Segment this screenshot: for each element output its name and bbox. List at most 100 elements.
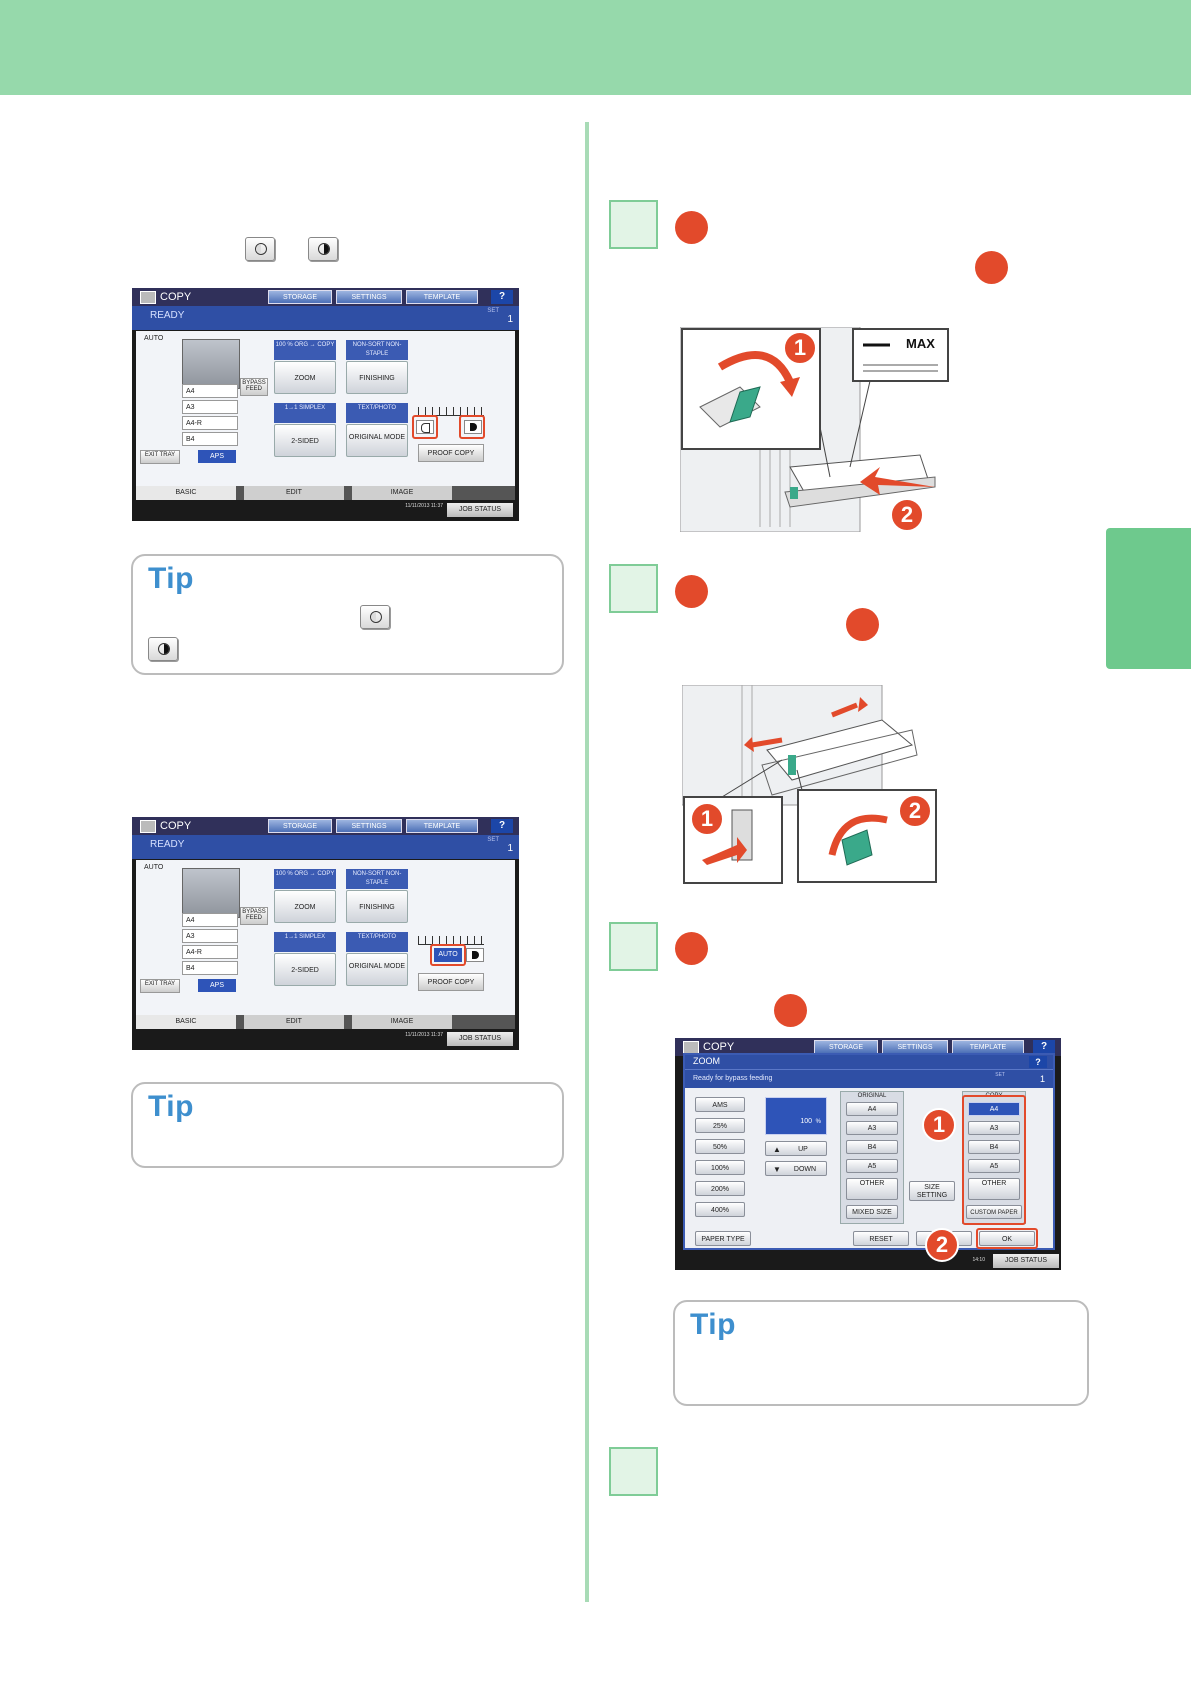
copy-other-button[interactable]: OTHER xyxy=(968,1178,1020,1200)
settings-button[interactable]: SETTINGS xyxy=(336,819,402,833)
function-tabs: BASIC EDIT IMAGE xyxy=(136,486,515,502)
ams-button[interactable]: AMS xyxy=(695,1097,745,1112)
up-label: UP xyxy=(798,1146,808,1153)
paper-drawer-3[interactable]: A4-R xyxy=(182,945,238,959)
darker-density-button[interactable] xyxy=(466,948,484,962)
mixed-size-button[interactable]: MIXED SIZE xyxy=(846,1205,898,1219)
copy-b4-button[interactable]: B4 xyxy=(968,1140,1020,1154)
zoom-50-button[interactable]: 50% xyxy=(695,1139,745,1154)
original-b4-button[interactable]: B4 xyxy=(846,1140,898,1154)
zoom-100-button[interactable]: 100% xyxy=(695,1160,745,1175)
settings-button[interactable]: SETTINGS xyxy=(882,1040,948,1054)
paper-drawer-4[interactable]: B4 xyxy=(182,961,238,975)
reset-button[interactable]: RESET xyxy=(853,1231,909,1246)
finishing-setting-head: NON-SORT NON-STAPLE xyxy=(346,340,408,360)
tab-edit[interactable]: EDIT xyxy=(244,1015,344,1029)
ok-button[interactable]: OK xyxy=(979,1231,1035,1246)
help-button[interactable]: ? xyxy=(491,290,513,304)
paper-drawer-3[interactable]: A4-R xyxy=(182,416,238,430)
aps-button[interactable]: APS xyxy=(198,979,236,992)
finishing-setting-head: NON-SORT NON-STAPLE xyxy=(346,869,408,889)
storage-button[interactable]: STORAGE xyxy=(268,819,332,833)
custom-paper-button[interactable]: CUSTOM PAPER xyxy=(966,1205,1022,1219)
proof-copy-button[interactable]: PROOF COPY xyxy=(418,444,484,462)
copy-a4-button[interactable]: A4 xyxy=(968,1102,1020,1116)
zoom-button[interactable]: ZOOM xyxy=(274,361,336,394)
bypass-feed-button[interactable]: BYPASS FEED xyxy=(240,907,268,925)
job-status-button[interactable]: JOB STATUS xyxy=(447,503,513,517)
job-status-button[interactable]: JOB STATUS xyxy=(993,1254,1059,1268)
callout-number-2: 2 xyxy=(898,794,932,828)
paper-drawer-2[interactable]: A3 xyxy=(182,400,238,414)
storage-button[interactable]: STORAGE xyxy=(268,290,332,304)
template-button[interactable]: TEMPLATE xyxy=(952,1040,1024,1054)
proof-copy-button[interactable]: PROOF COPY xyxy=(418,973,484,991)
darker-key-icon xyxy=(308,237,338,261)
darker-density-button[interactable] xyxy=(464,420,482,434)
header-band xyxy=(0,0,1191,95)
date-time: 11/11/2013 11:37 xyxy=(405,503,443,509)
zoom-up-button[interactable]: ▲ UP xyxy=(765,1141,827,1156)
step-box-1 xyxy=(609,200,658,249)
original-a5-button[interactable]: A5 xyxy=(846,1159,898,1173)
zoom-panel: ZOOM ? Ready for bypass feeding SET 1 AM… xyxy=(683,1053,1055,1250)
storage-button[interactable]: STORAGE xyxy=(814,1040,878,1054)
template-button[interactable]: TEMPLATE xyxy=(406,290,478,304)
copy-a3-button[interactable]: A3 xyxy=(968,1121,1020,1135)
callout-dot xyxy=(774,994,807,1027)
mode-setting-head: TEXT/PHOTO xyxy=(346,932,408,952)
zoom-400-button[interactable]: 400% xyxy=(695,1202,745,1217)
finishing-button[interactable]: FINISHING xyxy=(346,890,408,923)
exit-tray-button[interactable]: EXIT TRAY xyxy=(140,450,180,464)
auto-paper-label: AUTO xyxy=(144,335,164,342)
auto-density-button[interactable]: AUTO xyxy=(434,948,462,962)
job-status-button[interactable]: JOB STATUS xyxy=(447,1032,513,1046)
zoom-button[interactable]: ZOOM xyxy=(274,890,336,923)
exit-tray-button[interactable]: EXIT TRAY xyxy=(140,979,180,993)
original-a4-button[interactable]: A4 xyxy=(846,1102,898,1116)
screen-title: COPY xyxy=(703,1041,735,1053)
settings-button[interactable]: SETTINGS xyxy=(336,290,402,304)
tab-image[interactable]: IMAGE xyxy=(352,1015,452,1029)
lighter-highlight xyxy=(412,415,438,439)
zoom-help-button[interactable]: ? xyxy=(1029,1056,1047,1068)
paper-drawer-1[interactable]: A4 xyxy=(182,913,238,927)
screen-title-bar: COPY STORAGE SETTINGS TEMPLATE ? xyxy=(675,1038,1061,1056)
original-header: ORIGINAL xyxy=(857,1093,887,1099)
callout-number-1: 1 xyxy=(690,802,724,836)
help-button[interactable]: ? xyxy=(491,819,513,833)
ok-highlight xyxy=(976,1228,1038,1249)
size-setting-button[interactable]: SIZE SETTING xyxy=(909,1181,955,1201)
zoom-down-button[interactable]: ▼ DOWN xyxy=(765,1161,827,1176)
paper-drawer-4[interactable]: B4 xyxy=(182,432,238,446)
original-mode-button[interactable]: ORIGINAL MODE xyxy=(346,424,408,457)
status-text: READY xyxy=(150,310,185,321)
paper-type-button[interactable]: PAPER TYPE xyxy=(695,1231,751,1246)
callout-number-2: 2 xyxy=(890,498,924,532)
paper-drawer-2[interactable]: A3 xyxy=(182,929,238,943)
finishing-button[interactable]: FINISHING xyxy=(346,361,408,394)
template-button[interactable]: TEMPLATE xyxy=(406,819,478,833)
zoom-200-button[interactable]: 200% xyxy=(695,1181,745,1196)
zoom-panel-header: ZOOM ? xyxy=(685,1055,1053,1069)
aps-button[interactable]: APS xyxy=(198,450,236,463)
tab-edit[interactable]: EDIT xyxy=(244,486,344,500)
tab-image[interactable]: IMAGE xyxy=(352,486,452,500)
paper-guide-illustration: 1 2 xyxy=(682,685,942,885)
two-sided-button[interactable]: 2-SIDED xyxy=(274,424,336,457)
help-button[interactable]: ? xyxy=(1033,1040,1055,1054)
original-other-button[interactable]: OTHER xyxy=(846,1178,898,1200)
original-mode-button[interactable]: ORIGINAL MODE xyxy=(346,953,408,986)
lighter-density-button[interactable] xyxy=(416,420,434,434)
original-a3-button[interactable]: A3 xyxy=(846,1121,898,1135)
copy-screen-manual-density: COPY STORAGE SETTINGS TEMPLATE ? READY S… xyxy=(132,288,519,521)
zoom-message: Ready for bypass feeding xyxy=(693,1075,773,1082)
zoom-message-bar: Ready for bypass feeding SET 1 xyxy=(685,1069,1053,1088)
max-label: MAX xyxy=(906,336,935,351)
zoom-25-button[interactable]: 25% xyxy=(695,1118,745,1133)
bypass-feed-button[interactable]: BYPASS FEED xyxy=(240,378,268,396)
paper-drawer-1[interactable]: A4 xyxy=(182,384,238,398)
copy-a5-button[interactable]: A5 xyxy=(968,1159,1020,1173)
copier-illustration xyxy=(182,339,240,389)
two-sided-button[interactable]: 2-SIDED xyxy=(274,953,336,986)
